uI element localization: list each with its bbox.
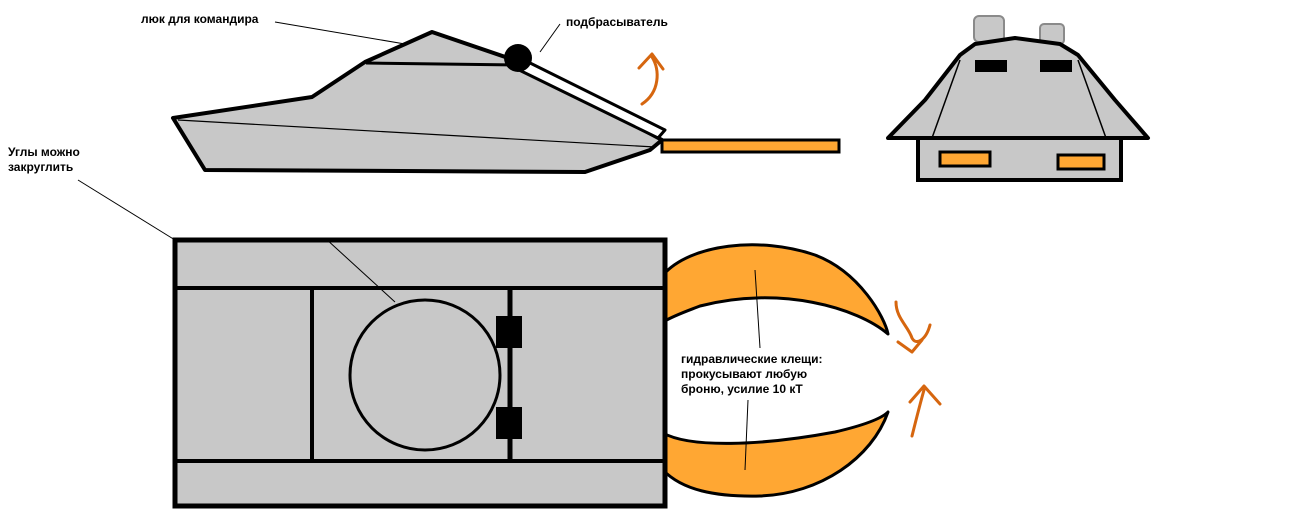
leader-turret bbox=[324, 237, 396, 303]
label-round-corners-line-1: Углы можно bbox=[8, 145, 80, 159]
front-light-left bbox=[938, 150, 992, 168]
top-bracket-front bbox=[496, 316, 522, 348]
pincer-arrow-lower bbox=[908, 384, 942, 438]
side-hull-seam bbox=[177, 119, 656, 148]
leader-thrower bbox=[539, 23, 561, 53]
label-round-corners: Углы можно закруглить bbox=[8, 145, 80, 175]
label-thrower: подбрасыватель bbox=[566, 15, 668, 29]
front-light-right bbox=[1056, 153, 1106, 171]
label-hydraulic-pincers-line-3: броню, усилие 10 кТ bbox=[681, 382, 803, 396]
leader-lines bbox=[77, 21, 761, 471]
front-slit-left bbox=[975, 60, 1007, 72]
leader-pincer-upper bbox=[754, 269, 761, 349]
top-bracket-rear bbox=[496, 407, 522, 439]
leader-hatch bbox=[274, 21, 406, 45]
leader-corners bbox=[77, 179, 176, 241]
top-hull bbox=[172, 237, 668, 509]
thrower-rotation-arrow bbox=[637, 52, 665, 106]
pincer-arrow-upper bbox=[894, 300, 932, 354]
front-bevel-right bbox=[1077, 59, 1107, 139]
leader-pincer-lower bbox=[744, 399, 749, 471]
side-turret-seam bbox=[365, 61, 516, 67]
pincer-lower bbox=[661, 410, 890, 498]
side-view bbox=[171, 30, 841, 174]
label-hydraulic-pincers-line-1: гидравлические клещи: bbox=[681, 352, 823, 366]
front-view bbox=[886, 15, 1150, 182]
thrower-pivot bbox=[504, 44, 532, 72]
front-hatch-left bbox=[973, 15, 1005, 43]
label-commander-hatch: люк для командира bbox=[141, 12, 259, 26]
label-hydraulic-pincers: гидравлические клещи: прокусывают любую … bbox=[681, 352, 823, 397]
pincer-upper bbox=[661, 243, 890, 336]
top-view bbox=[172, 237, 942, 509]
front-slit-right bbox=[1040, 60, 1072, 72]
top-turret-ring bbox=[348, 298, 502, 452]
label-round-corners-line-2: закруглить bbox=[8, 160, 74, 174]
front-bevel-left bbox=[931, 59, 961, 139]
front-upper-body bbox=[886, 36, 1150, 140]
label-hydraulic-pincers-line-2: прокусывают любую bbox=[681, 367, 808, 381]
side-barrel bbox=[660, 138, 841, 154]
